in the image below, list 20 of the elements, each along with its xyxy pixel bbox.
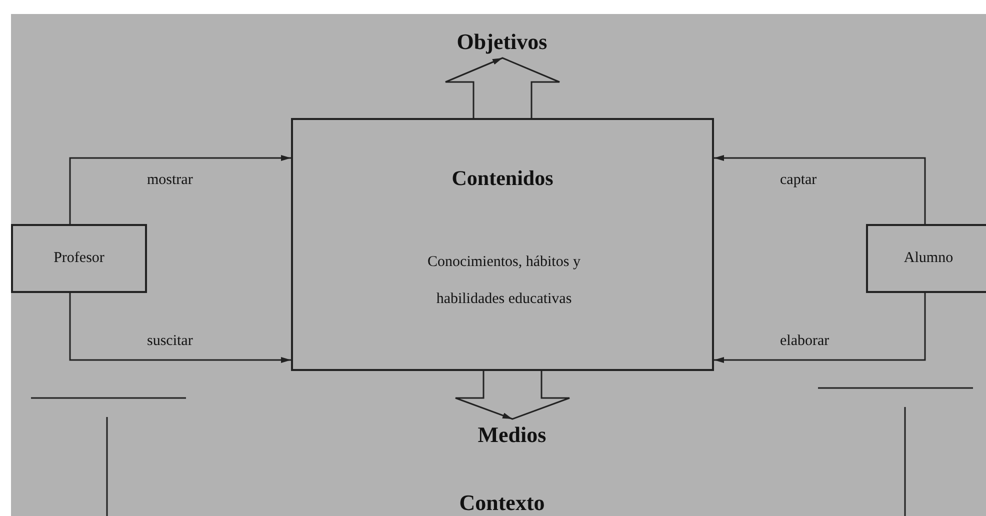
hollow-arrow [454, 370, 570, 420]
content-box [291, 118, 714, 371]
edge-label: captar [780, 172, 817, 189]
edge-label: mostrar [147, 172, 193, 189]
box-label: Profesor [54, 250, 104, 267]
box-title: Contenidos [450, 166, 554, 191]
arrow [69, 293, 291, 363]
arrow [714, 293, 926, 363]
box-description: Conocimientos, hábitos y habilidades educativas [426, 253, 582, 309]
edge-label: elaborar [780, 333, 830, 350]
arrow [69, 155, 291, 224]
box-label: Alumno [904, 250, 954, 267]
heading-text: Objetivos [456, 29, 548, 55]
hollow-arrow [444, 57, 560, 119]
edge-label: suscitar [147, 333, 193, 350]
heading-text: Medios [478, 422, 546, 448]
actor-box [866, 224, 986, 293]
arrow [714, 155, 926, 224]
actor-box [11, 224, 147, 293]
heading-text: Contexto [459, 490, 545, 516]
